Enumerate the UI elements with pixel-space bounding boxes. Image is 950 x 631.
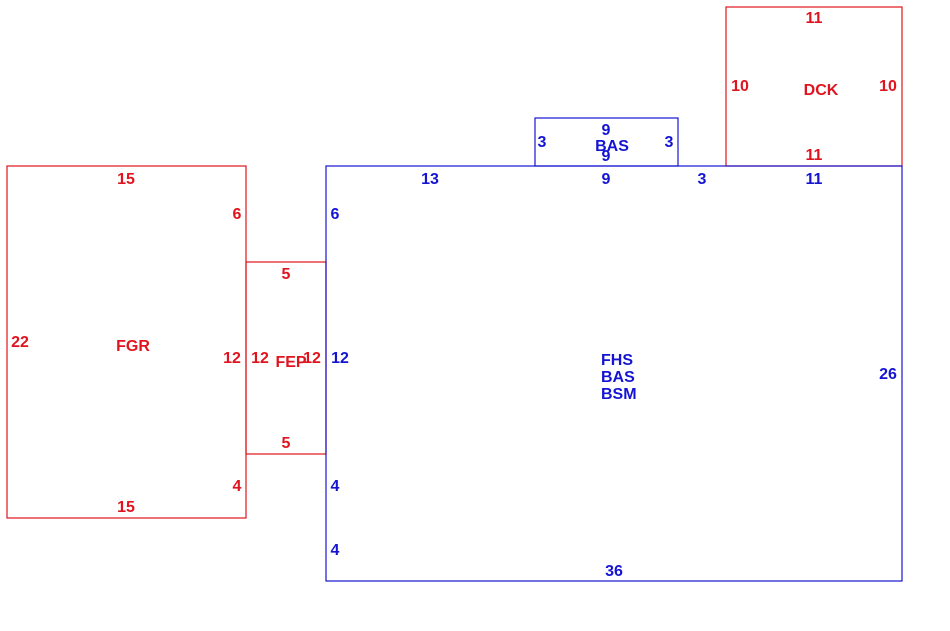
dck-right-dim: 10 xyxy=(879,78,897,95)
bas-bumpout-right-dim: 3 xyxy=(665,134,674,151)
main-left-dim-4: 4 xyxy=(331,542,340,559)
main-left-dim-1: 6 xyxy=(331,206,340,223)
fep-bottom-dim: 5 xyxy=(282,435,291,452)
dck-area-name: DCK xyxy=(804,82,839,99)
main-area-name-3: BSM xyxy=(601,386,637,403)
fgr-right-mid-dim: 12 xyxy=(223,350,241,367)
dck-top-dim: 11 xyxy=(806,10,823,27)
main-top-dim-3: 3 xyxy=(698,171,707,188)
main-house-outline xyxy=(325,165,903,582)
main-area-name-1: FHS xyxy=(601,352,633,369)
main-top-dim-2: 9 xyxy=(602,171,611,188)
fep-area-name: FEP xyxy=(275,354,306,371)
dck-bottom-dim: 11 xyxy=(806,147,823,164)
bas-bumpout-area-name: BAS xyxy=(595,138,629,155)
fgr-top-dim: 15 xyxy=(117,171,135,188)
fep-right-dim: 12 xyxy=(303,350,321,367)
fep-left-dim: 12 xyxy=(251,350,269,367)
main-top-dim-4: 11 xyxy=(806,171,823,188)
bas-bumpout-bottom-dim: 9 xyxy=(602,148,611,165)
main-right-dim: 26 xyxy=(879,366,897,383)
fgr-bottom-dim: 15 xyxy=(117,499,135,516)
main-left-dim-2: 12 xyxy=(331,350,349,367)
fgr-right-upper-dim: 6 xyxy=(233,206,242,223)
fgr-right-lower-dim: 4 xyxy=(233,478,242,495)
dck-left-dim: 10 xyxy=(731,78,749,95)
main-top-dim-1: 13 xyxy=(421,171,439,188)
fgr-left-dim: 22 xyxy=(11,334,29,351)
main-left-dim-3: 4 xyxy=(331,478,340,495)
main-area-name-2: BAS xyxy=(601,369,635,386)
main-bottom-dim: 36 xyxy=(605,563,623,580)
fep-top-dim: 5 xyxy=(282,266,291,283)
fgr-area-name: FGR xyxy=(116,338,150,355)
bas-bumpout-top-dim: 9 xyxy=(602,122,611,139)
bas-bumpout-left-dim: 3 xyxy=(538,134,547,151)
